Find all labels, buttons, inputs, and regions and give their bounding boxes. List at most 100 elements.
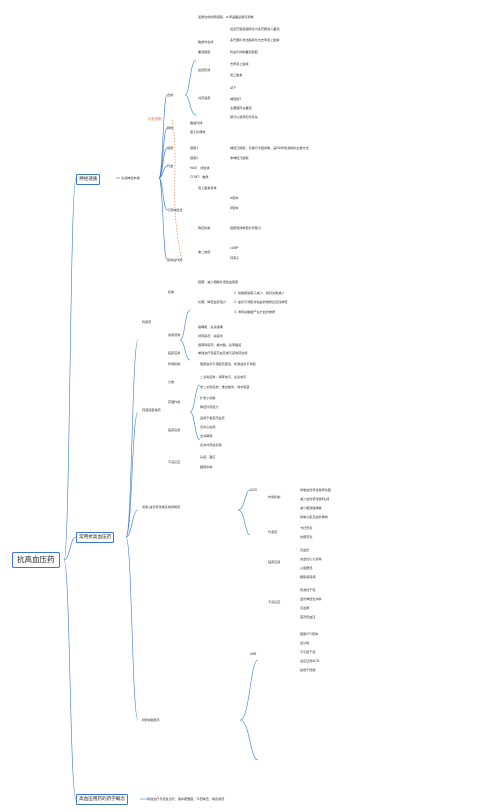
- ccb-u3: 合并哮喘: [200, 434, 213, 438]
- ccb-t1: 二氢吡啶类：硝苯地平、氨氯地平: [200, 375, 247, 379]
- b2-c3: 肾素-血管紧张素系统抑制药: [142, 505, 181, 509]
- b2-c1: 利尿药: [142, 320, 152, 324]
- ccb-u1: 适用于各型高血压: [200, 416, 225, 420]
- ras-arb2: 氯沙坦: [300, 641, 310, 645]
- b1-t5: 与受体结合: [167, 208, 183, 212]
- ras-a1: 刺激性干咳: [300, 588, 316, 592]
- branch-neurotransmitter[interactable]: 神经递质: [76, 174, 101, 185]
- ccb-adverse: 不良反应: [168, 460, 181, 464]
- diu-d2: 袢利尿药：呋塞米: [198, 334, 223, 338]
- ras-a4: 首剂低血压: [300, 615, 316, 619]
- rec-l5: 阻断受体降低外周阻力: [230, 226, 261, 230]
- diu-use1: 单独治疗轻度高血压或与其他药合用: [198, 351, 248, 355]
- syn-l13: 主要储存在囊泡: [230, 106, 252, 110]
- syn-l8: 去甲肾上腺素: [230, 62, 249, 66]
- dashed-annotation-line: [171, 119, 183, 261]
- ccb-u4: 合并外周血管病: [200, 443, 222, 447]
- syn-l4: 多巴胺β-羟化酶转化为去甲肾上腺素: [230, 38, 280, 42]
- rec-l3: β受体: [230, 206, 239, 210]
- ras-arb5: 禁用于妊娠: [300, 668, 316, 672]
- diu-drugs: 常用药物: [168, 333, 181, 337]
- upt-l1: 摄取1: [190, 146, 199, 150]
- ras-m3: 减少缓激肽降解: [300, 506, 322, 510]
- ccb-a2: 踝部水肿: [200, 465, 213, 469]
- b3-l1: 有效治疗与终身治疗、保护靶器官、平稳降压、联合用药: [147, 797, 225, 801]
- diu-d1: 噻嗪类：氢氯噻嗪: [198, 325, 223, 329]
- ras-m4: 抑制心肌及血管重构: [300, 515, 328, 519]
- diu-use: 临床应用: [168, 351, 181, 355]
- ccb-u2: 合并心绞痛: [200, 425, 216, 429]
- ras-m1: 抑制血管紧张素转化酶: [300, 488, 331, 492]
- post-l3: 钙离子: [230, 256, 240, 260]
- ras-group: ACEI: [250, 488, 258, 492]
- ccb-e2: 降低外周阻力: [200, 405, 219, 409]
- ccb-mech: 作用机制: [168, 362, 181, 366]
- connector-root: [63, 177, 77, 561]
- upt-l2: 神经元摄取，可被可卡因抑制，是NA作用消除的主要方式: [230, 146, 309, 150]
- ccb-effects: 药理作用: [168, 400, 181, 404]
- upt-l3: 摄取2: [190, 156, 199, 160]
- rec-l2: α受体: [230, 196, 239, 200]
- syn-l1: 递质合成的限速酶：α-甲基酪氨酸可抑制: [198, 15, 254, 19]
- diu-mech3: 1. 动脉壁钠离子减少，钠钙交换减少: [234, 291, 285, 295]
- b2-c2: 钙通道阻滞药: [142, 408, 161, 412]
- rel-l2: 量子化释放: [190, 130, 206, 134]
- syn-l6: 利血平抑制囊泡摄取: [230, 50, 258, 54]
- orange-note: 补充说明: [148, 117, 162, 121]
- b1-t3: 摄取: [167, 146, 174, 150]
- ras-a3: 高血钾: [300, 606, 310, 610]
- b2-c4: β受体阻断药: [142, 718, 160, 722]
- syn-l9: 肾上腺素: [230, 73, 243, 77]
- diu-d3: 保钾利尿药：螺内酯、氨苯蝶啶: [198, 343, 242, 347]
- ras-m2: 减少血管紧张素Ⅱ生成: [300, 497, 330, 501]
- post-l2: cAMP: [230, 246, 239, 250]
- b1-t1: 合成: [167, 93, 174, 97]
- met-l2: COMT：胞质: [190, 175, 209, 179]
- ras-use: 临床应用: [268, 560, 281, 564]
- rec-l1: 肾上腺素受体: [198, 186, 217, 190]
- ras-arb3: 不引起干咳: [300, 650, 316, 654]
- syn-l12: 神经肽Y: [230, 97, 242, 101]
- rel-l1: 胞裂外排: [190, 121, 203, 125]
- syn-l10: 共存递质: [198, 96, 211, 100]
- b1-t2: 释放: [167, 126, 174, 130]
- ras-u4: 糖尿病肾病: [300, 575, 316, 579]
- upt-l4: 非神经元摄取: [230, 156, 249, 160]
- ras-d1: 卡托普利: [300, 526, 313, 530]
- ccb-a1: 头痛、面红: [200, 455, 216, 459]
- ras-mech: 作用机制: [268, 495, 281, 499]
- b1-sub: 交感神经末梢: [121, 176, 140, 180]
- ras-arb1: 阻断AT1受体: [300, 632, 319, 636]
- ccb-t2: 非二氢吡啶类：维拉帕米、地尔硫䓬: [200, 385, 250, 389]
- branch-common-drugs[interactable]: 常用抗高血压药: [76, 532, 115, 543]
- diu-mech2: 长期：降低血管阻力: [198, 300, 226, 304]
- root-node[interactable]: 抗高血压药: [12, 552, 60, 568]
- ccb-use: 临床应用: [168, 428, 181, 432]
- ras-drugs: 代表药: [268, 530, 278, 534]
- ras-u3: 心肌梗死: [300, 566, 313, 570]
- syn-l7: 最终形成: [198, 68, 211, 72]
- syn-l3: 经多巴脱羧酶转化为多巴胺进入囊泡: [230, 27, 280, 31]
- syn-l5: 囊泡摄取: [198, 50, 211, 54]
- diu-mech5: 3. 诱导动脉壁产生扩血管物质: [234, 310, 276, 314]
- ras-u2: 充血性心力衰竭: [300, 557, 322, 561]
- ras-u1: 高血压: [300, 548, 310, 552]
- b1-t4: 代谢: [167, 164, 174, 168]
- ras-d2: 依那普利: [300, 535, 313, 539]
- ccb-e1: 扩张小动脉: [200, 396, 216, 400]
- branch-concepts[interactable]: 高血压用药的药学概念: [76, 794, 128, 805]
- rec-l4: 降压机制: [198, 226, 211, 230]
- b1-t6: 受体后作用: [167, 258, 183, 262]
- ccb-mech1: 阻断血管平滑肌钙通道，松弛血管平滑肌: [200, 362, 256, 366]
- syn-l14: 部分以游离形式存在: [230, 115, 258, 119]
- ras-arb: ARB: [250, 652, 257, 656]
- ras-adverse: 不良反应: [268, 600, 281, 604]
- ras-arb4: 适应证同ACEI: [300, 659, 320, 663]
- diu-mech: 机制: [168, 290, 175, 294]
- diu-mech1: 短期：减少细胞外液和血容量: [198, 280, 239, 284]
- syn-l2: 胞质内合成: [198, 40, 214, 44]
- syn-l11: ATP: [230, 86, 236, 90]
- ras-a2: 血管神经性水肿: [300, 597, 322, 601]
- post-l1: 第二信使: [198, 250, 211, 254]
